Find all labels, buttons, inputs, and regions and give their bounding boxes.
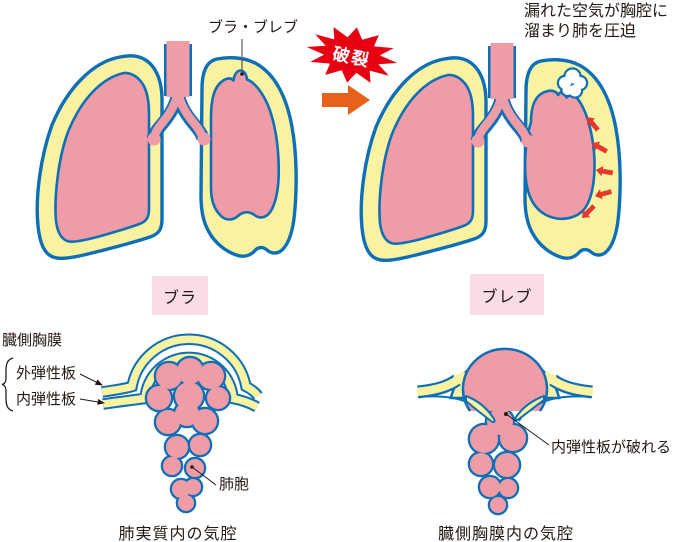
laminae-bracket xyxy=(1,357,14,412)
leaked-air-note: 漏れた空気が胸腔に 溜まり肺を圧迫 xyxy=(524,2,668,42)
right-lung-lobe-with-bulla xyxy=(209,69,281,221)
torn-lamina-leader-line xyxy=(505,413,550,446)
trachea-and-bronchi xyxy=(146,41,211,146)
torn-inner-lamina-label: 内弾性板が破れる xyxy=(551,439,672,456)
left-lung-lobe xyxy=(378,73,475,246)
bulla-caption: 肺実質内の気腔 xyxy=(118,526,238,542)
bulla-tag-label: ブラ xyxy=(162,289,197,307)
normal-lungs-figure xyxy=(35,39,298,260)
alveolus-label: 肺胞 xyxy=(219,476,250,493)
bleb-tag-label: ブレブ xyxy=(481,288,533,306)
inner-lamina-pointer xyxy=(79,398,105,405)
bleb-microstructure-figure xyxy=(416,347,594,516)
membrane-cusp-right xyxy=(514,395,545,421)
alveoli-cluster xyxy=(467,406,529,516)
pleura-wings xyxy=(416,370,594,399)
outer-elastic-lamina-label: 外弾性板 xyxy=(16,365,77,382)
compression-arrow-icons xyxy=(582,117,614,218)
inner-elastic-lamina-label: 内弾性板 xyxy=(16,391,77,408)
transition-arrow-icon xyxy=(322,85,370,115)
bleb-air-sac xyxy=(461,347,549,412)
rupture-burst-icon xyxy=(306,27,398,83)
pneumothorax-figure xyxy=(359,43,622,262)
leaked-air-note-line2: 溜まり肺を圧迫 xyxy=(524,23,637,40)
outer-lamina-pointer xyxy=(79,373,103,386)
bleb-tag-box: ブレブ xyxy=(470,274,544,315)
alveoli-cluster xyxy=(144,355,232,514)
left-lung-lobe xyxy=(54,71,151,244)
bleb-caption: 臓側胸膜内の気腔 xyxy=(437,526,574,542)
escaping-air-cloud-icon xyxy=(556,67,589,99)
bulla-microstructure-figure xyxy=(1,333,263,514)
alveolus-leader-line xyxy=(191,466,217,486)
visceral-pleura-label: 臓側胸膜 xyxy=(2,332,63,349)
leaked-air-note-line1: 漏れた空気が胸腔に xyxy=(524,3,669,20)
bulla-tag-box: ブラ xyxy=(152,276,208,315)
collapsed-lung-lobe xyxy=(523,88,596,221)
bulla-pointer-dot xyxy=(240,72,244,76)
bulla-bleb-label: ブラ・ブレブ xyxy=(208,19,299,36)
trachea-and-bronchi xyxy=(470,43,535,148)
membrane-cusp-left xyxy=(465,395,496,423)
